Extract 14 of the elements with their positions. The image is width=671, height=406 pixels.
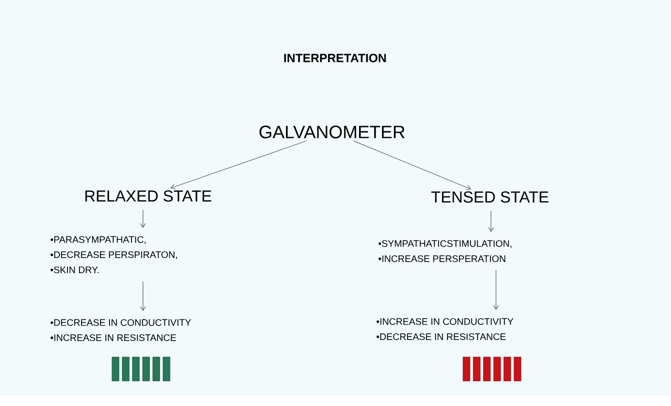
arrow	[493, 270, 499, 310]
bullet-list: •PARASYMPATHATIC, •DECREASE PERSPIRATON, •SKIN DRY.	[50, 236, 177, 274]
arrow	[488, 210, 494, 232]
arrow	[140, 281, 146, 311]
title: INTERPRETATION	[284, 54, 386, 62]
heading: RELAXED STATE	[85, 190, 212, 202]
bullet-list: •DECREASE IN CONDUCTIVITY •INCREASE IN RESISTANCE	[50, 319, 192, 342]
heading: TENSED STATE	[431, 191, 548, 203]
bullet-list: •INCREASE IN CONDUCTIVITY •DECREASE IN RESISTANCE	[376, 318, 514, 340]
arrow	[140, 210, 146, 228]
heading: GALVANOMETER	[260, 126, 405, 138]
arrow	[353, 140, 471, 190]
bullet-list: •SYMPATHATICSTIMULATION, •INCREASE PERSPERATION	[378, 240, 512, 262]
arrow	[170, 140, 307, 190]
